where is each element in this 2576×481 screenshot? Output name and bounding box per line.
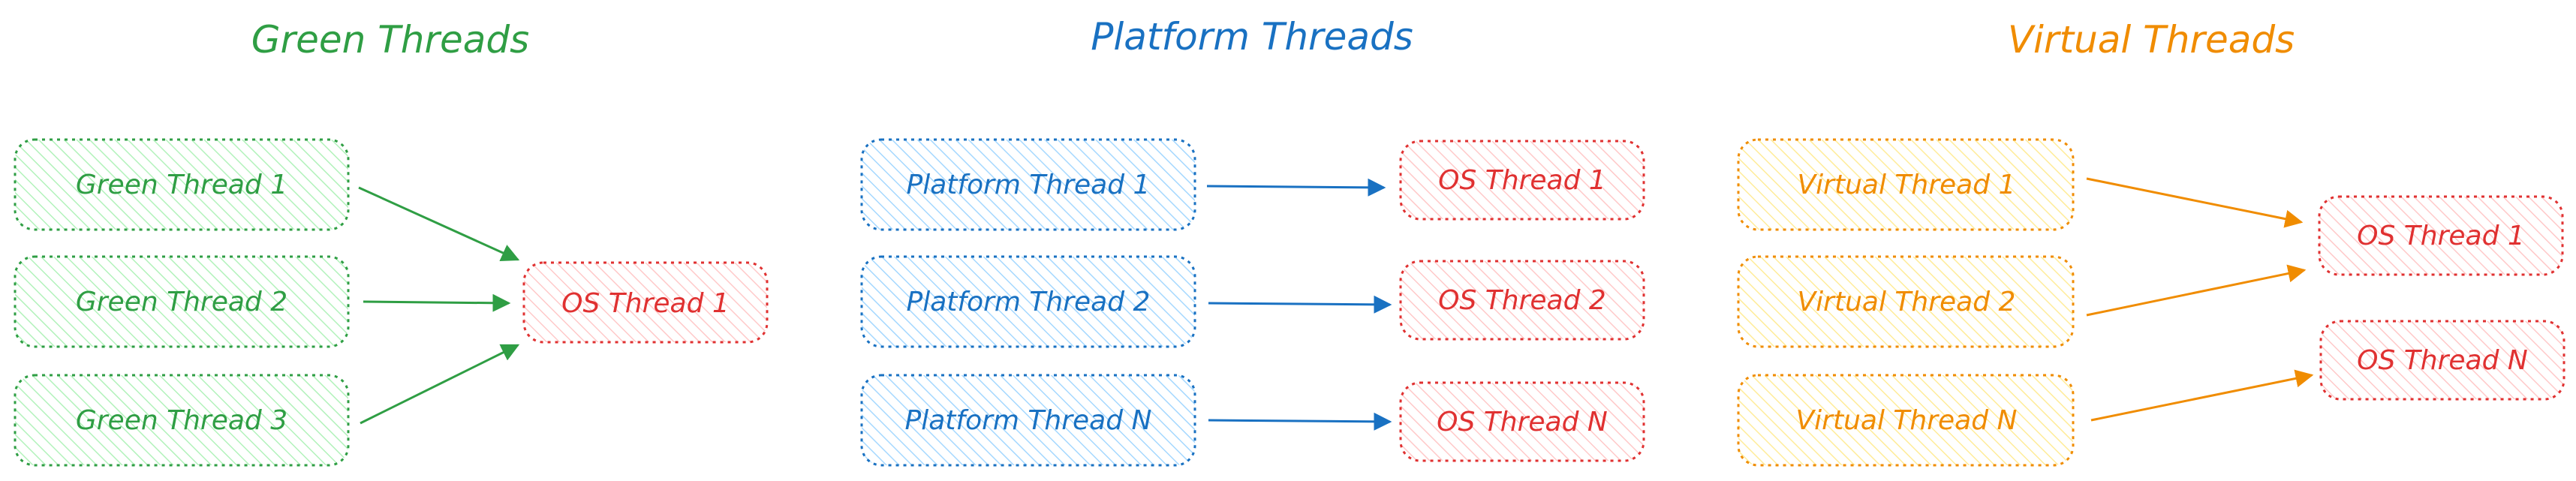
virtual-thread-box-3: Virtual Thread N xyxy=(1737,374,2075,467)
green-thread-label-1: Green Thread 1 xyxy=(76,170,287,200)
platform-thread-label-1: Platform Thread 1 xyxy=(907,170,1151,200)
platform-thread-label-3: Platform Thread N xyxy=(905,405,1152,436)
platform-arrow-3 xyxy=(1208,412,1392,431)
virtual-thread-box-2: Virtual Thread 2 xyxy=(1737,255,2075,348)
green-thread-label-2: Green Thread 2 xyxy=(76,287,287,317)
green-arrow-3 xyxy=(360,344,520,425)
virtual-thread-label-2: Virtual Thread 2 xyxy=(1798,287,2016,317)
virtual-os-thread-box-2: OS Thread N xyxy=(2319,320,2565,401)
virtual-threads-title: Virtual Threads xyxy=(2008,18,2295,62)
green-thread-box-3: Green Thread 3 xyxy=(14,374,350,467)
virtual-os-thread-box-1: OS Thread 1 xyxy=(2318,195,2564,276)
platform-os-thread-box-1: OS Thread 1 xyxy=(1399,140,1645,221)
green-thread-box-1: Green Thread 1 xyxy=(14,138,350,231)
green-threads-title: Green Threads xyxy=(251,18,529,62)
platform-arrow-1 xyxy=(1206,178,1386,197)
platform-os-thread-label-3: OS Thread N xyxy=(1437,407,1608,437)
platform-os-thread-label-1: OS Thread 1 xyxy=(1438,165,1606,196)
platform-thread-label-2: Platform Thread 2 xyxy=(907,287,1151,317)
platform-thread-box-1: Platform Thread 1 xyxy=(860,138,1196,231)
green-arrow-2 xyxy=(363,293,511,312)
platform-thread-box-2: Platform Thread 2 xyxy=(860,255,1196,348)
virtual-arrow-1 xyxy=(2086,177,2304,228)
virtual-thread-label-3: Virtual Thread N xyxy=(1796,405,2018,436)
virtual-os-thread-label-1: OS Thread 1 xyxy=(2357,221,2525,251)
platform-os-thread-box-2: OS Thread 2 xyxy=(1399,260,1645,341)
platform-os-thread-label-2: OS Thread 2 xyxy=(1438,285,1606,316)
green-thread-label-3: Green Thread 3 xyxy=(76,405,287,436)
platform-os-thread-box-3: OS Thread N xyxy=(1399,381,1645,462)
virtual-arrow-2 xyxy=(2086,264,2307,317)
platform-threads-title: Platform Threads xyxy=(1091,15,1413,59)
green-os-thread-box-1: OS Thread 1 xyxy=(522,261,769,344)
platform-arrow-2 xyxy=(1208,295,1392,314)
virtual-os-thread-label-2: OS Thread N xyxy=(2357,345,2528,376)
green-thread-box-2: Green Thread 2 xyxy=(14,255,350,348)
virtual-thread-label-1: Virtual Thread 1 xyxy=(1798,170,2016,200)
virtual-thread-box-1: Virtual Thread 1 xyxy=(1737,138,2075,231)
green-arrow-1 xyxy=(358,186,520,262)
virtual-arrow-3 xyxy=(2090,369,2314,422)
platform-thread-box-3: Platform Thread N xyxy=(860,374,1196,467)
green-os-thread-label-1: OS Thread 1 xyxy=(561,288,730,319)
